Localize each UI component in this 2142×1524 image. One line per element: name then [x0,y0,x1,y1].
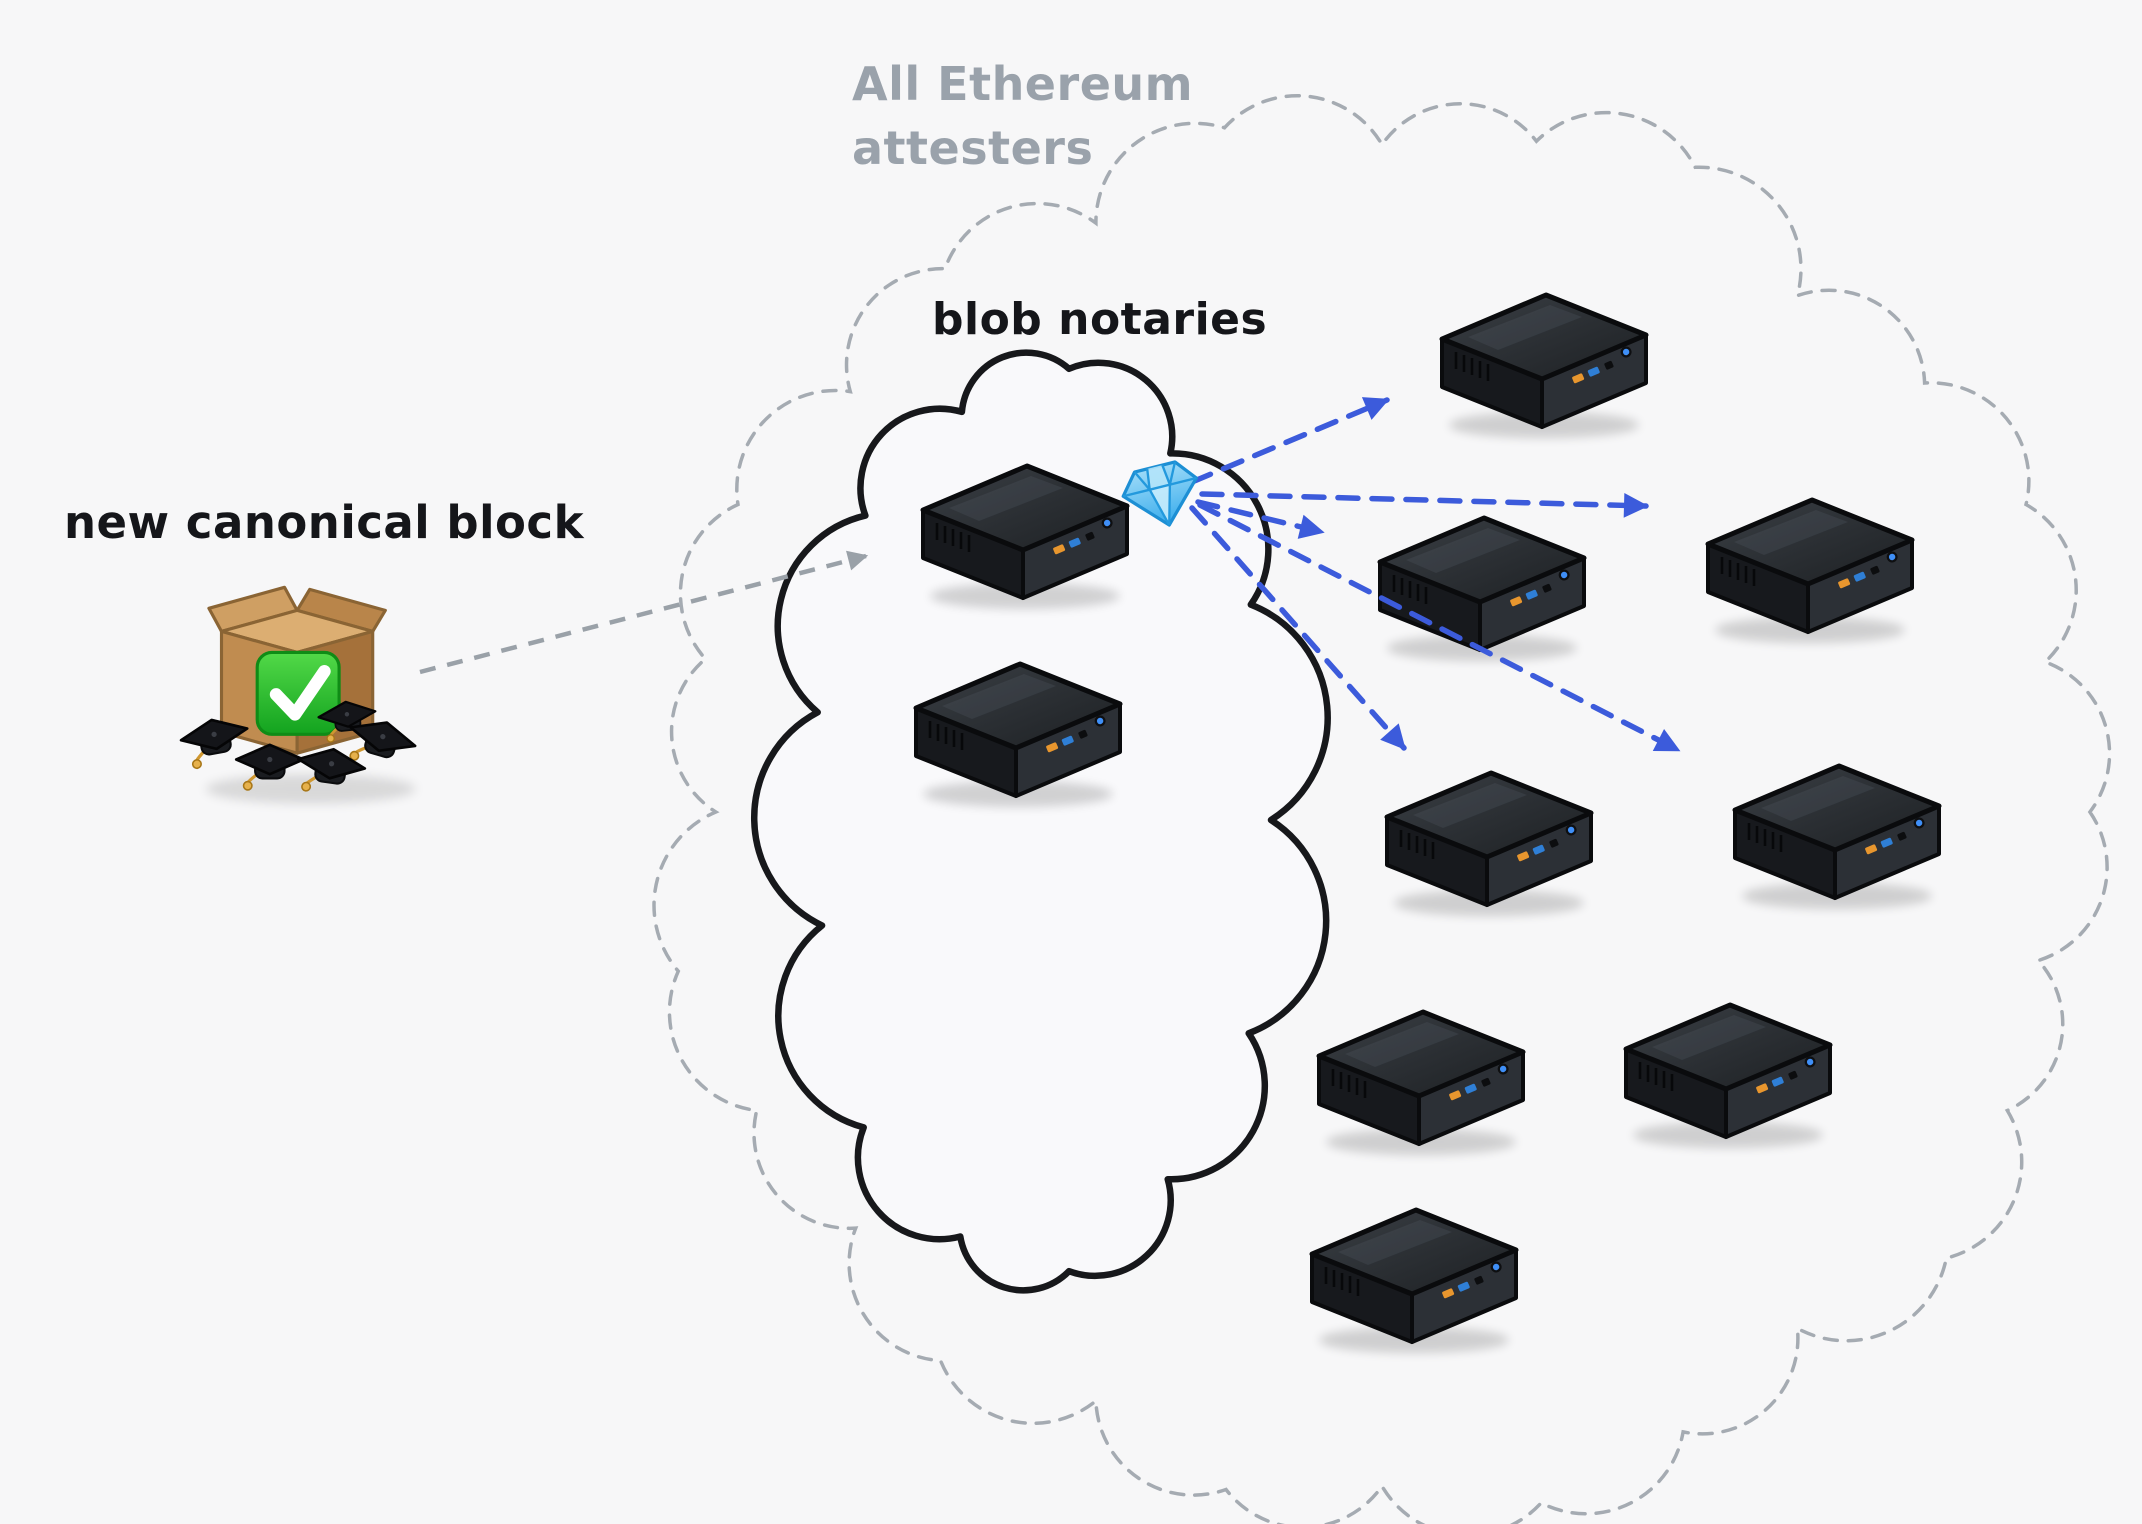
outer-cloud-label: All Ethereum attesters [852,57,1194,176]
attester-node-6 [1319,1012,1523,1155]
blob-notaries-cloud [750,349,1331,1294]
attester-node-7 [1626,1005,1830,1148]
attester-node-8 [1312,1210,1516,1353]
broadcast-arrow-4 [1189,505,1407,751]
broadcast-arrow-3 [1195,499,1325,539]
attester-node-2 [1380,518,1584,661]
broadcast-arrow-1 [1189,397,1390,485]
inner-cloud-label: blob notaries [932,294,1268,345]
attester-node-1 [1442,295,1646,438]
block-to-notaries-arrow [419,550,869,675]
broadcast-arrow-5 [1197,502,1681,753]
all-attesters-cloud [652,93,2112,1524]
package-with-checkmark-icon [178,587,419,803]
attester-node-4 [1387,773,1591,916]
attester-node-3 [1708,500,1912,643]
broadcast-arrow-2 [1199,491,1649,518]
block-label: new canonical block [64,496,585,549]
attester-node-5 [1735,766,1939,909]
